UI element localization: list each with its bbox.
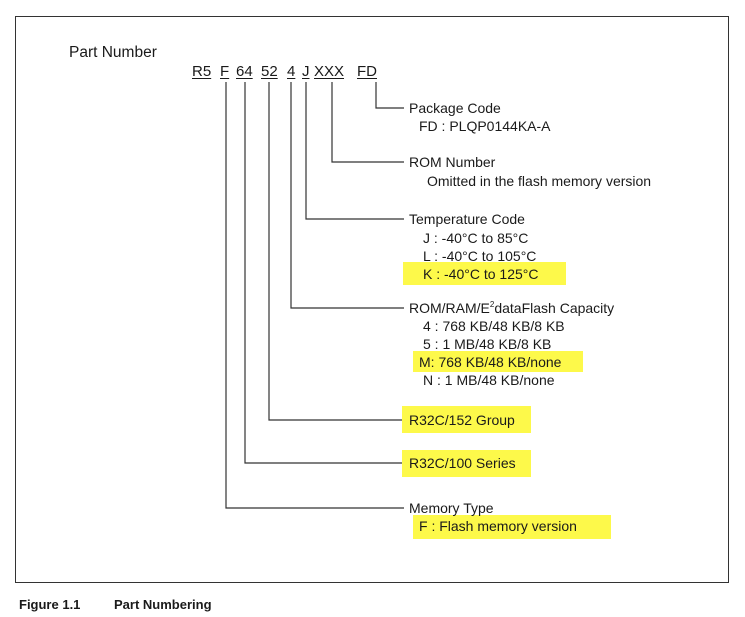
code-memory-type: F	[220, 63, 230, 80]
capacity-option-n: N : 1 MB/48 KB/none	[423, 372, 555, 388]
package-code-value: FD : PLQP0144KA-A	[419, 118, 551, 134]
temperature-option-l: L : -40°C to 105°C	[423, 248, 537, 264]
code-group: 64	[236, 63, 253, 80]
connector-rom-number	[331, 82, 404, 163]
temperature-code-title: Temperature Code	[409, 211, 525, 227]
group-label: R32C/152 Group	[409, 412, 515, 428]
part-number-label: Part Number	[69, 44, 157, 61]
highlight-memory-type	[413, 515, 611, 539]
figure-number: Figure 1.1	[19, 597, 81, 612]
temperature-option-k: K : -40°C to 125°C	[423, 266, 539, 282]
memory-type-value: F : Flash memory version	[419, 518, 577, 534]
connector-package	[375, 82, 404, 109]
connector-group	[268, 82, 404, 421]
connector-temperature	[305, 82, 404, 220]
figure-title: Part Numbering	[114, 597, 212, 612]
code-package: FD	[357, 63, 377, 80]
code-temperature: J	[302, 63, 310, 80]
figure-frame	[15, 16, 729, 583]
code-series: 52	[261, 63, 278, 80]
rom-number-value: Omitted in the flash memory version	[427, 173, 652, 189]
highlight-capacity-m	[413, 351, 583, 372]
capacity-title: ROM/RAM/E2dataFlash Capacity	[409, 300, 615, 316]
rom-number-title: ROM Number	[409, 154, 496, 170]
code-capacity: 4	[287, 63, 296, 80]
connector-series	[244, 82, 404, 464]
code-r5: R5	[192, 63, 212, 80]
capacity-option-m: M: 768 KB/48 KB/none	[419, 354, 562, 370]
highlight-series	[402, 450, 531, 477]
memory-type-title: Memory Type	[409, 500, 494, 516]
temperature-option-j: J : -40°C to 85°C	[423, 230, 529, 246]
connector-memory-type	[225, 82, 404, 509]
connector-capacity	[290, 82, 404, 309]
highlight-temp-k	[403, 262, 566, 285]
package-code-title: Package Code	[409, 100, 501, 116]
highlight-group	[402, 406, 531, 433]
capacity-option-5: 5 : 1 MB/48 KB/8 KB	[423, 336, 552, 352]
series-label: R32C/100 Series	[409, 455, 516, 471]
capacity-option-4: 4 : 768 KB/48 KB/8 KB	[423, 318, 565, 334]
code-rom-number: XXX	[314, 63, 345, 80]
